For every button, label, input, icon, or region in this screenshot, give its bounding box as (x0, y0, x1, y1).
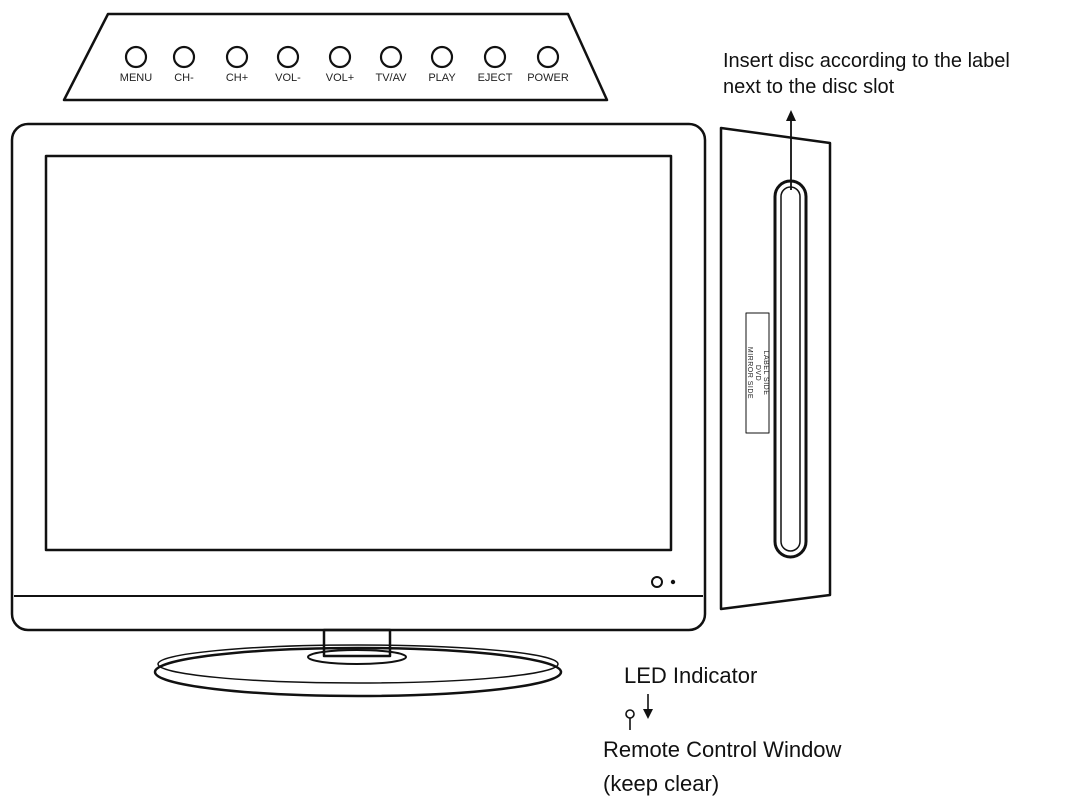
tv-av-button-shape (379, 45, 403, 69)
menu-button-shape (124, 45, 148, 69)
disc-label-line2: DVD (754, 364, 761, 382)
led-indicator-label: LED Indicator (624, 663, 758, 688)
tv-screen (44, 154, 673, 552)
ch-minus-button-label: CH- (174, 72, 194, 84)
ch-plus-button-label: CH+ (225, 72, 249, 84)
eject-button-shape (483, 45, 507, 69)
play-button-label: PLAY (428, 72, 456, 84)
remote-window-note: (keep clear) (603, 771, 720, 796)
stand-neck (322, 628, 392, 658)
tv-bezel (10, 122, 707, 632)
disc-insert-line1: Insert disc according to the label (723, 50, 1010, 72)
disc-insert-line2: next to the disc slot (723, 76, 895, 98)
tv-av-button-label: TV/AV (375, 72, 407, 84)
vol-minus-button-label: VOL- (275, 72, 301, 84)
power-button-label: POWER (527, 72, 569, 84)
menu-button-label: MENU (119, 72, 153, 84)
vol-minus-button-shape (276, 45, 300, 69)
disc-label-line3: MIRROR SIDE (746, 346, 753, 400)
vol-plus-button-shape (328, 45, 352, 69)
stand-base (153, 646, 563, 698)
power-button-shape (536, 45, 560, 69)
vol-plus-button-label: VOL+ (325, 72, 355, 84)
control-panel-outline (62, 12, 609, 102)
led-dot (670, 579, 676, 585)
disc-slot (773, 179, 808, 559)
eject-button-label: EJECT (477, 72, 513, 84)
side-panel-outline (719, 126, 832, 611)
remote-window-label: Remote Control Window (603, 737, 842, 762)
ch-plus-button-shape (225, 45, 249, 69)
disc-label-line1: LABEL SIDE (762, 350, 769, 396)
disc-side-label: LABEL SIDE DVD MIRROR SIDE (743, 311, 771, 435)
remote-sensor (651, 576, 663, 588)
play-button-shape (430, 45, 454, 69)
disc-insert-note: Insert disc according to the label next … (723, 48, 1010, 100)
panel-buttons (124, 45, 560, 69)
ch-minus-button-shape (172, 45, 196, 69)
